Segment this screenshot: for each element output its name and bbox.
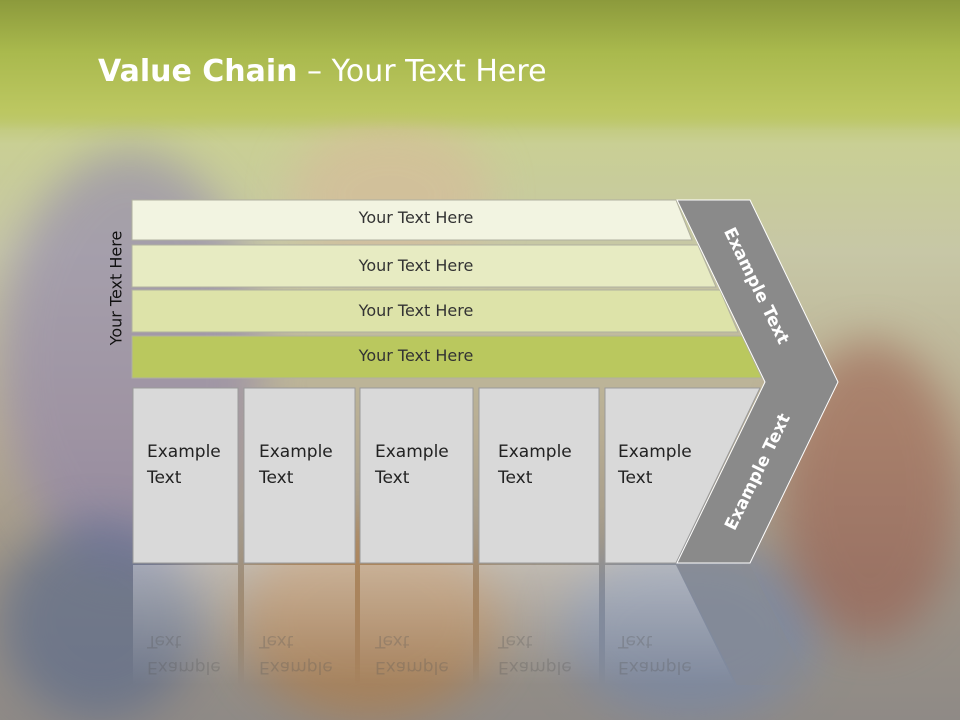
- cell-1: [132, 387, 239, 564]
- cell-4-reflection: [479, 565, 599, 685]
- title-rest: – Your Text Here: [297, 54, 547, 89]
- cell-3-reflection: [360, 565, 473, 685]
- bar-4-label: Your Text Here: [358, 346, 474, 365]
- bar-3: [131, 289, 739, 333]
- bar-1: [131, 199, 693, 241]
- bar-4: [131, 335, 763, 379]
- cell-4: [478, 387, 600, 564]
- bar-2-label: Your Text Here: [358, 256, 474, 275]
- header-band: [0, 0, 960, 130]
- cell-1-reflection: [133, 565, 238, 685]
- chevron-reflection: [677, 565, 810, 685]
- cell-3: [359, 387, 474, 564]
- cell-2-reflection: [244, 565, 355, 685]
- chevron-arrow: [676, 199, 839, 564]
- title-bold: Value Chain: [98, 54, 298, 89]
- cell-5-reflection: [605, 565, 735, 685]
- bar-3-label: Your Text Here: [358, 301, 474, 320]
- cell-2: [243, 387, 356, 564]
- bar-2: [131, 244, 717, 288]
- cell-5: [604, 387, 761, 564]
- slide-title: Value Chain – Your Text Here: [98, 54, 547, 89]
- bar-1-label: Your Text Here: [358, 208, 474, 227]
